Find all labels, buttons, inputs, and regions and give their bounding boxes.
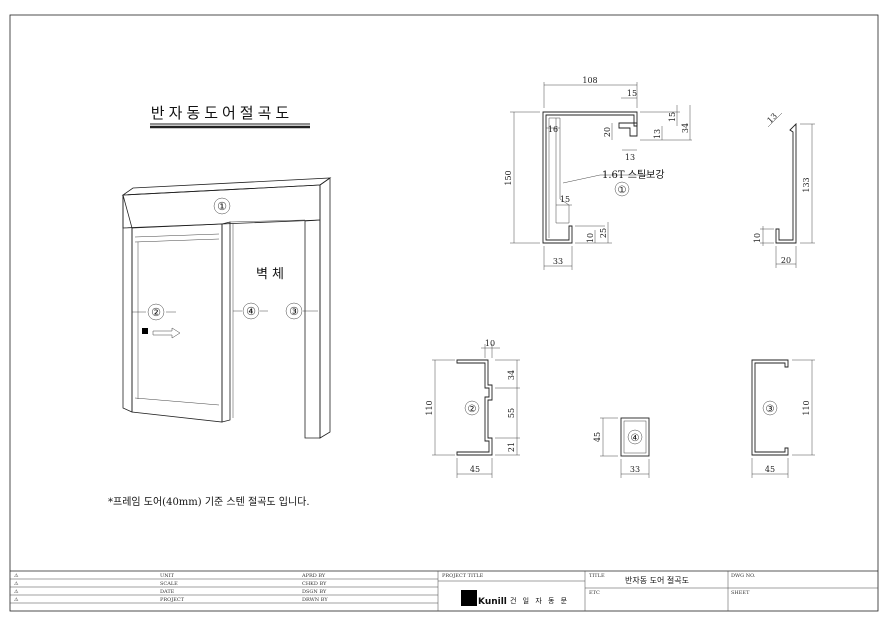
dim-p2-h21: 21: [507, 442, 516, 452]
dim-side-base: 20: [781, 256, 791, 265]
company-logo: [461, 590, 477, 606]
material-note: 1.6T 스틸보강: [602, 168, 665, 181]
dim-p1-right-34: 34: [681, 123, 690, 133]
dim-p1-bottom-10: 10: [586, 233, 595, 243]
tb-aprd-label: APRD BY: [301, 573, 326, 579]
door-leaf: [131, 223, 223, 423]
dim-p2-top: 10: [485, 339, 495, 348]
right-post-side: [319, 177, 331, 439]
dim-p1-bottom-15: 15: [560, 195, 570, 204]
door-isometric-view: ① ② ④ ③ 벽 체: [121, 177, 332, 439]
tb-title-value: 반자동 도어 절곡도: [625, 575, 689, 585]
tb-scale-label: SCALE: [160, 581, 178, 587]
dim-p1-right-15: 15: [668, 112, 677, 122]
tb-drwn-label: DRWN BY: [302, 597, 328, 603]
dim-p1-notch-13b: 13: [625, 153, 635, 162]
dim-p4-height: 45: [593, 432, 602, 442]
drawing-title: 반자동도어절곡도: [151, 104, 293, 122]
callout-2-profile: ②: [468, 404, 477, 415]
tb-warn-1: ⚠: [14, 573, 19, 579]
callout-2-iso: ②: [151, 306, 161, 319]
title-block: ⚠ ⚠ ⚠ ⚠ UNIT SCALE DATE PROJECT APRD BY …: [10, 570, 878, 611]
callout-1-profile: ①: [618, 185, 627, 196]
slide-arrow: [152, 327, 181, 339]
tb-unit-label: UNIT: [160, 573, 175, 579]
tb-dsgn-label: DSGN BY: [302, 589, 327, 595]
dim-p1-notch-20: 20: [603, 127, 612, 137]
drawing-note: *프레임 도어(40mm) 기준 스텐 절곡도 입니다.: [108, 495, 310, 508]
dim-p1-notch-13a: 13: [653, 129, 662, 139]
dim-p1-height: 150: [504, 170, 513, 185]
tb-title-label: TITLE: [589, 573, 605, 579]
dim-p2-height: 110: [425, 400, 434, 415]
tb-warn-4: ⚠: [14, 597, 19, 603]
wall-label: 벽 체: [256, 267, 284, 282]
part-2-profile: 10 34 55 21 110 45 ②: [425, 339, 520, 478]
dim-p1-lip-16: 16: [548, 125, 558, 134]
dim-p3-height: 110: [802, 400, 811, 415]
tb-warn-2: ⚠: [14, 581, 19, 587]
sheet-border: [9, 14, 879, 612]
header-top: [121, 177, 332, 196]
door-handle: [142, 328, 148, 334]
dim-side-height: 133: [802, 177, 811, 192]
door-edge: [221, 221, 231, 423]
dim-p1-width: 108: [582, 76, 597, 85]
dim-p2-h34: 34: [507, 370, 516, 380]
dim-p3-width: 45: [765, 465, 775, 474]
dim-p2-width: 45: [470, 465, 480, 474]
tb-dwg-no-label: DWG NO.: [731, 573, 756, 579]
dim-p1-top-inner: 15: [627, 89, 637, 98]
callout-4-profile: ④: [631, 433, 640, 444]
tb-chkd-label: CHKD BY: [302, 581, 327, 587]
tb-project-title-label: PROJECT TITLE: [442, 573, 484, 579]
callout-3-iso: ③: [289, 305, 299, 318]
callout-1-iso: ①: [217, 200, 227, 213]
part-1-profile: 108 15 34 15 13 20 13 16 150 15 10 25 33…: [504, 76, 692, 270]
tb-etc-label: ETC: [589, 590, 600, 596]
part-1-side-profile: 13 133 10 20: [753, 111, 815, 268]
company-name: 건 일 자 동 문: [510, 596, 569, 605]
tb-date-label: DATE: [160, 589, 175, 595]
callout-4-iso: ④: [246, 305, 256, 318]
dim-p2-h55: 55: [507, 408, 516, 418]
tb-project-label: PROJECT: [160, 597, 185, 603]
company-brand: Kunill: [478, 597, 507, 607]
right-post-front: [304, 219, 321, 439]
part-4-profile: 45 33 ④: [593, 417, 650, 478]
dim-p1-base-33: 33: [553, 257, 563, 266]
tb-sheet-label: SHEET: [731, 590, 750, 596]
dim-p1-bottom-25: 25: [599, 228, 608, 238]
dim-side-foot: 10: [753, 233, 762, 243]
callout-3-profile: ③: [766, 404, 775, 415]
tb-warn-3: ⚠: [14, 589, 19, 595]
dim-p4-width: 33: [630, 465, 640, 474]
dim-side-tip: 13: [765, 111, 779, 125]
part-3-profile: 110 45 ③: [751, 359, 815, 478]
